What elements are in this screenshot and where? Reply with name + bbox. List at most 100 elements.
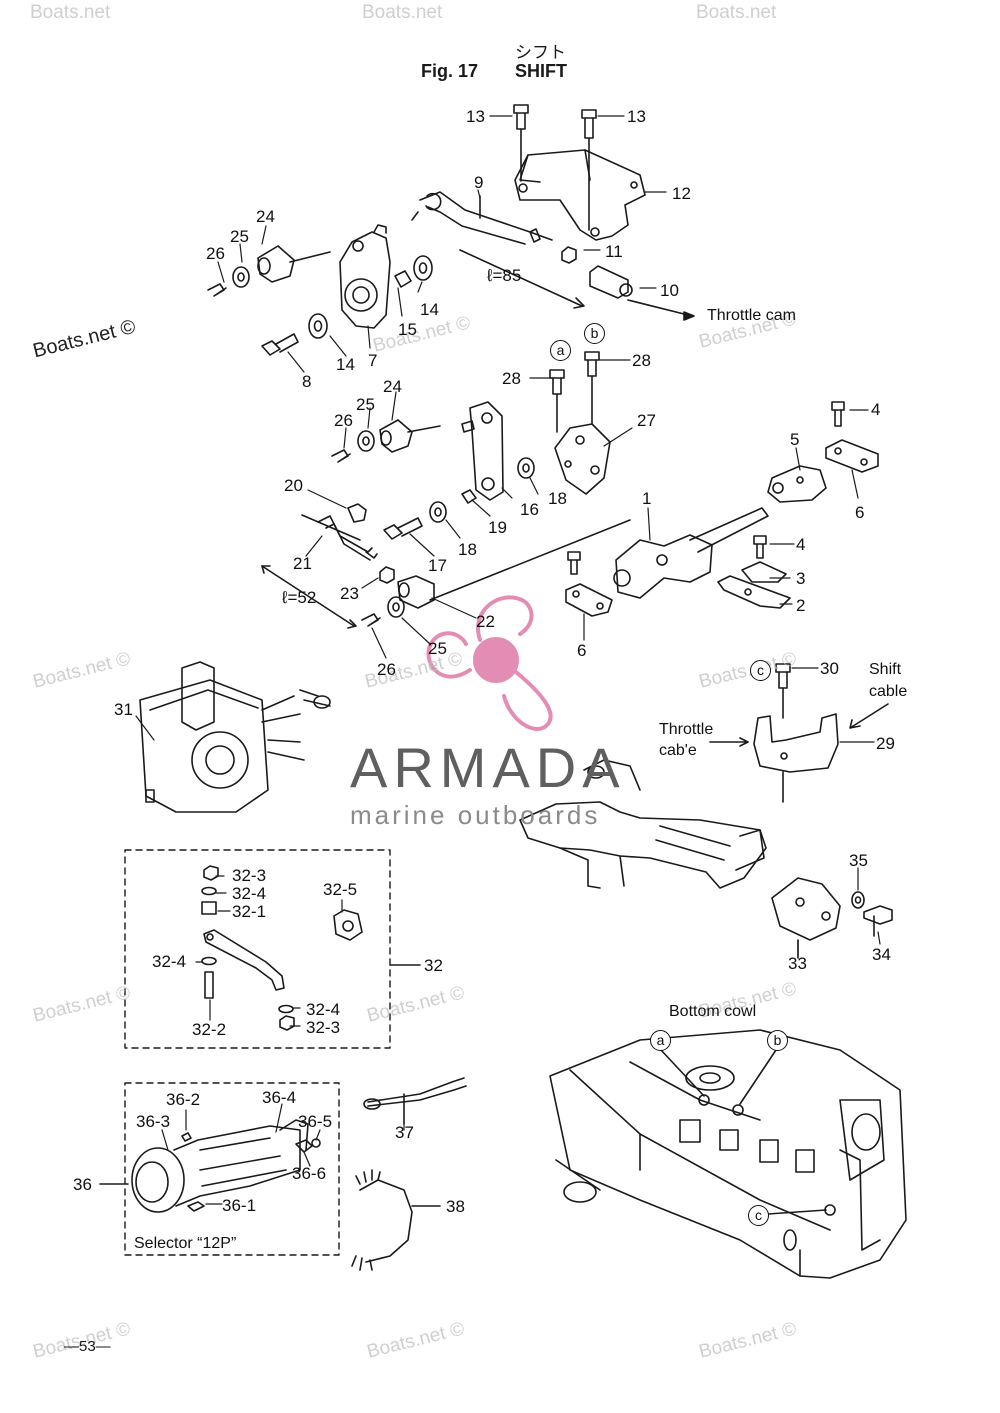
part-label: 11 bbox=[605, 242, 623, 261]
clip-26-middle bbox=[331, 449, 351, 463]
bolt-30 bbox=[775, 663, 791, 719]
shift-cable-callout: Shift bbox=[869, 661, 902, 678]
part-label: 26 bbox=[377, 660, 396, 679]
watermark: Boats.net bbox=[30, 2, 111, 23]
part-label: 32-3 bbox=[232, 866, 267, 885]
part-label: 13 bbox=[627, 107, 646, 126]
bolt-28-b bbox=[584, 351, 600, 425]
part-label: 6 bbox=[855, 503, 865, 522]
part-label: 25 bbox=[230, 227, 249, 246]
arrow-throttle-cable bbox=[709, 737, 749, 747]
part-label: 26 bbox=[334, 411, 353, 430]
brand-tagline: marine outboards bbox=[350, 800, 601, 830]
bolt-17 bbox=[383, 517, 423, 540]
marker-b: b bbox=[584, 323, 605, 344]
washer-35 bbox=[851, 891, 865, 909]
part-label: 15 bbox=[398, 320, 417, 339]
part-label: 38 bbox=[446, 1197, 465, 1216]
kit-32-box bbox=[124, 849, 391, 1049]
bolt-28-a bbox=[549, 369, 565, 433]
part-label: 4 bbox=[796, 535, 806, 554]
part-label: 1 bbox=[642, 489, 652, 508]
cam-5 bbox=[767, 465, 827, 503]
nut-11 bbox=[561, 246, 577, 264]
bolt-34 bbox=[863, 905, 893, 937]
throttle-cam-arm-7 bbox=[339, 224, 391, 329]
bushing-15 bbox=[394, 270, 412, 288]
dim-line-52 bbox=[261, 565, 355, 627]
washer-18-upper bbox=[517, 457, 535, 479]
kit-32-parts bbox=[201, 865, 363, 1031]
bolt-8 bbox=[261, 333, 299, 356]
plate-6-lower bbox=[565, 583, 613, 617]
marker-c: c bbox=[748, 1205, 769, 1226]
propeller-logo-icon bbox=[426, 595, 553, 731]
washer-25-upper bbox=[232, 266, 250, 288]
marker-c: c bbox=[750, 660, 771, 681]
part-label: 26 bbox=[206, 244, 225, 263]
selector-36-box bbox=[124, 1082, 340, 1256]
part-label: 33 bbox=[788, 954, 807, 973]
washer-25-middle bbox=[357, 430, 375, 452]
part-label: 19 bbox=[488, 518, 507, 537]
clip-26-upper bbox=[207, 283, 227, 297]
dim-line-85 bbox=[459, 249, 583, 307]
part-label: 32-1 bbox=[232, 902, 267, 921]
joint-22 bbox=[397, 575, 435, 609]
bolt-13-left bbox=[513, 104, 529, 182]
part-label: 36-3 bbox=[136, 1112, 171, 1131]
bolt-4-lower bbox=[753, 535, 767, 559]
remote-control-31 bbox=[139, 661, 331, 813]
shift-shaft-1 bbox=[429, 507, 769, 601]
bottom-cowl-callout: Bottom cowl bbox=[669, 1003, 757, 1020]
washer-25-lower bbox=[387, 596, 405, 618]
part-label: 18 bbox=[548, 489, 567, 508]
bolt-13-right bbox=[581, 109, 597, 231]
bushing-19 bbox=[461, 489, 477, 504]
part-label: 32-4 bbox=[232, 884, 267, 903]
marker-a: a bbox=[650, 1030, 671, 1051]
washer-14-lower bbox=[308, 313, 328, 339]
bolt-4-upper bbox=[831, 401, 845, 427]
clip-20 bbox=[347, 503, 367, 523]
joint-24-upper bbox=[257, 245, 331, 283]
part-label: 30 bbox=[820, 659, 839, 678]
part-label: 24 bbox=[383, 377, 402, 396]
plate-6-right bbox=[825, 439, 879, 473]
marker-b: b bbox=[767, 1030, 788, 1051]
part-label: 32 bbox=[424, 956, 443, 975]
part-label: 25 bbox=[428, 639, 447, 658]
clip-26-lower bbox=[361, 613, 381, 627]
part-label: 3 bbox=[796, 569, 806, 588]
leader-throttle-cam bbox=[627, 299, 693, 317]
arrow-throttle-cam bbox=[683, 311, 695, 321]
part-label: 4 bbox=[871, 400, 881, 419]
part-label: 27 bbox=[637, 411, 656, 430]
part-label: 28 bbox=[632, 351, 651, 370]
part-label: 36-2 bbox=[166, 1090, 201, 1109]
bottom-cowl-drawing bbox=[549, 1029, 907, 1279]
part-label: 36-6 bbox=[292, 1164, 327, 1183]
part-label: 20 bbox=[284, 476, 303, 495]
lever-16 bbox=[461, 401, 504, 501]
part-label: 28 bbox=[502, 369, 521, 388]
part-label: 32-2 bbox=[192, 1020, 227, 1039]
part-label: 32-4 bbox=[152, 952, 187, 971]
part-label: 14 bbox=[336, 355, 355, 374]
part-label: 23 bbox=[340, 584, 359, 603]
part-label: 32-5 bbox=[323, 880, 358, 899]
part-label: 14 bbox=[420, 300, 439, 319]
dimension-label: ℓ=85 bbox=[487, 266, 522, 285]
selector-36-parts bbox=[131, 1119, 321, 1213]
page-number: —53— bbox=[64, 1338, 111, 1355]
part-label: 36-4 bbox=[262, 1088, 297, 1107]
brand-name: ARMADA bbox=[350, 736, 626, 799]
nut-23 bbox=[379, 566, 395, 584]
throttle-bracket-12 bbox=[514, 149, 646, 241]
part-label: 35 bbox=[849, 851, 868, 870]
part-label: 22 bbox=[476, 612, 495, 631]
part-label: 21 bbox=[293, 554, 312, 573]
part-label: 9 bbox=[474, 173, 484, 192]
watermark: Boats.net bbox=[362, 2, 443, 23]
